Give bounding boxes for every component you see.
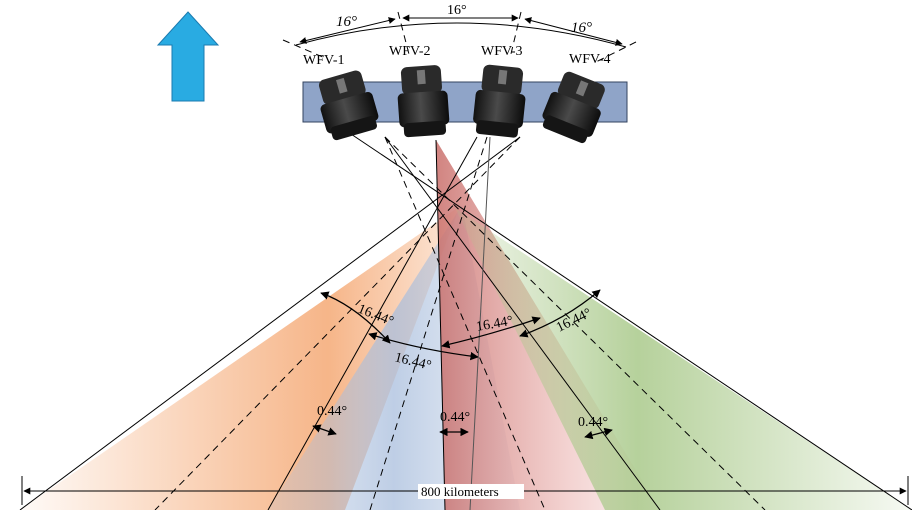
label-wfv-3: WFV-3 [481, 44, 523, 59]
camera-wfv-1-icon [319, 70, 379, 141]
swath-label: 800 kilometers [421, 484, 499, 499]
camera-wfv-3-icon [473, 64, 526, 138]
sep-angle-1: 16° [336, 14, 357, 30]
separation-arrows [299, 14, 623, 46]
sep-angle-2: 16° [447, 3, 467, 18]
swath-label-bg [418, 484, 524, 499]
fov-angle-arrows [320, 289, 601, 361]
overlap-angle-3: 0.44° [578, 415, 608, 430]
overlap-arrows [312, 424, 613, 440]
camera-wfv-2-icon [397, 65, 450, 138]
overlap-angle-2: 0.44° [440, 410, 470, 425]
sep-angle-3: 16° [571, 20, 592, 36]
fov-angle-3: 16.44° [475, 314, 514, 335]
fov-wfv-4 [455, 208, 912, 510]
direction-arrow-icon [156, 11, 220, 102]
overlap-angle-1: 0.44° [317, 404, 347, 419]
camera-wfv-4-icon [542, 71, 605, 144]
label-wfv-2: WFV-2 [389, 44, 431, 59]
label-wfv-4: WFV-4 [569, 52, 611, 67]
separation-tick-lines [282, 11, 637, 63]
label-wfv-1: WFV-1 [303, 53, 345, 68]
